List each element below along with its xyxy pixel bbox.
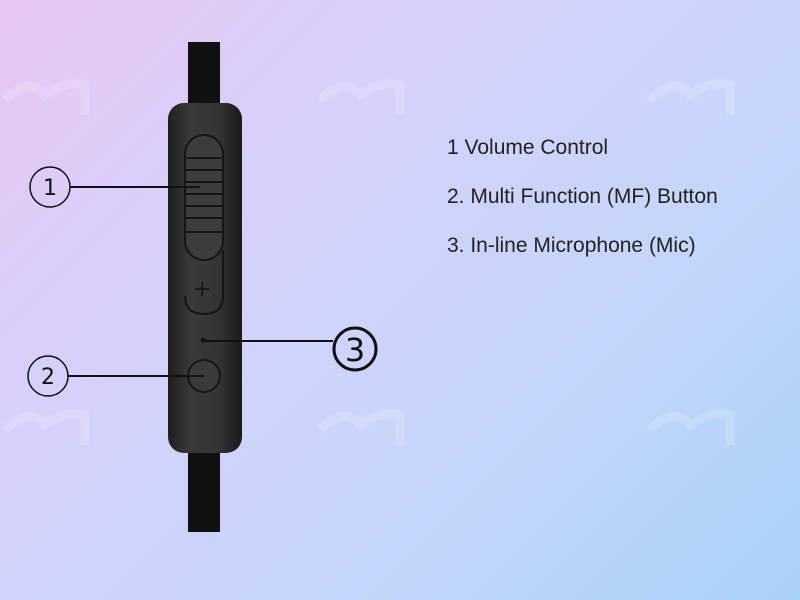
callout-circle-3 xyxy=(332,326,378,372)
callout-label-1: 1 xyxy=(43,176,57,201)
watermark-logo xyxy=(1,79,735,445)
legend: 1 Volume Control 2. Multi Function (MF) … xyxy=(447,133,718,280)
callout-label-2: 2 xyxy=(41,365,55,390)
legend-item-multi-function-button: 2. Multi Function (MF) Button xyxy=(447,185,718,208)
callout-label-3: 3 xyxy=(345,331,365,369)
volume-slider xyxy=(184,134,224,316)
legend-item-volume-control: 1 Volume Control xyxy=(447,136,609,159)
callout-circle-2 xyxy=(27,355,69,397)
legend-item-microphone: 3. In-line Microphone (Mic) xyxy=(447,234,696,257)
plus-icon: + xyxy=(193,277,211,302)
callout-circle-1 xyxy=(29,166,71,208)
